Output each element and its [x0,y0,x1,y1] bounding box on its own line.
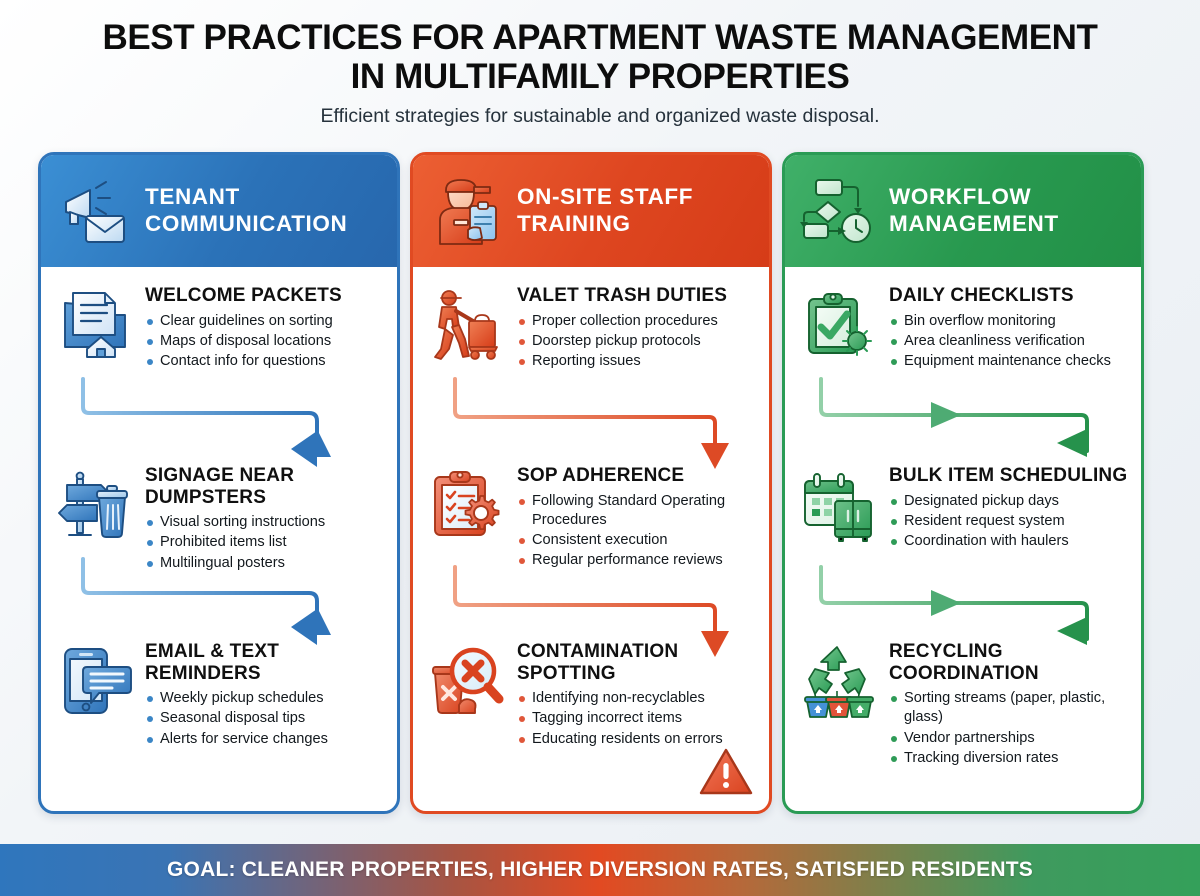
page-title: BEST PRACTICES FOR APARTMENT WASTE MANAG… [40,18,1160,96]
magnifier-trash-x-icon [426,639,508,719]
document-folder-home-icon [54,283,136,363]
bullet: Bin overflow monitoring [889,312,1130,331]
item-text-signage-near-dumpsters: SIGNAGE NEAR DUMPSTERS Visual sorting in… [145,463,386,574]
card-header-on-site-staff-training: ON-SITE STAFF TRAINING [413,155,769,267]
item-valet-trash-duties[interactable]: VALET TRASH DUTIES Proper collection pro… [426,283,758,372]
warning-triangle-icon [699,747,753,797]
item-welcome-packets[interactable]: WELCOME PACKETS Clear guidelines on sort… [54,283,386,372]
staff-worker-clipboard-icon [427,171,507,251]
item-signage-near-dumpsters[interactable]: SIGNAGE NEAR DUMPSTERS Visual sorting in… [54,463,386,574]
signpost-trashcan-icon [54,463,136,543]
item-bullets-daily-checklists: Bin overflow monitoring Area cleanliness… [889,312,1130,371]
bullet: Clear guidelines on sorting [145,312,386,331]
item-bulk-item-scheduling[interactable]: BULK ITEM SCHEDULING Designated pickup d… [798,463,1130,552]
card-title-on-site-staff-training: ON-SITE STAFF TRAINING [517,184,694,236]
clipboard-checklist-gear-icon [426,463,508,543]
calendar-furniture-icon [798,463,880,543]
item-text-welcome-packets: WELCOME PACKETS Clear guidelines on sort… [145,283,386,372]
columns-container: TENANT COMMUNICATION [38,152,1168,814]
clipboard-check-icon [798,283,880,363]
item-recycling-coordination[interactable]: RECYCLING COORDINATION Sorting streams (… [798,639,1130,769]
bullet: Equipment maintenance checks [889,352,1130,371]
item-text-sop-adherence: SOP ADHERENCE Following Standard Operati… [517,463,758,571]
item-title-daily-checklists: DAILY CHECKLISTS [889,285,1074,306]
bullet: Regular performance reviews [517,551,758,570]
card-body-tenant-communication: WELCOME PACKETS Clear guidelines on sort… [41,267,397,811]
bullet: Weekly pickup schedules [145,689,386,708]
page-header: BEST PRACTICES FOR APARTMENT WASTE MANAG… [0,0,1200,128]
item-bullets-welcome-packets: Clear guidelines on sorting Maps of disp… [145,312,386,371]
footer-goal-banner: GOAL: CLEANER PROPERTIES, HIGHER DIVERSI… [0,844,1200,896]
bullet: Reporting issues [517,352,758,371]
bullet: Area cleanliness verification [889,332,1130,351]
card-workflow-management[interactable]: WORKFLOW MANAGEMENT [782,152,1144,814]
card-on-site-staff-training[interactable]: ON-SITE STAFF TRAINING [410,152,772,814]
item-title-sop-adherence: SOP ADHERENCE [517,465,685,486]
item-text-bulk-item-scheduling: BULK ITEM SCHEDULING Designated pickup d… [889,463,1130,552]
item-title-recycling-coordination: RECYCLING COORDINATION [889,641,1039,684]
card-header-tenant-communication: TENANT COMMUNICATION [41,155,397,267]
item-title-email-text-reminders: EMAIL & TEXT REMINDERS [145,641,279,684]
card-body-on-site-staff-training: VALET TRASH DUTIES Proper collection pro… [413,267,769,811]
item-sop-adherence[interactable]: SOP ADHERENCE Following Standard Operati… [426,463,758,571]
bullet: Vendor partnerships [889,729,1130,748]
flowchart-clock-icon [799,171,879,251]
bullet: Tracking diversion rates [889,749,1130,768]
footer-goal-text: GOAL: CLEANER PROPERTIES, HIGHER DIVERSI… [167,858,1033,881]
item-bullets-signage-near-dumpsters: Visual sorting instructions Prohibited i… [145,513,386,572]
worker-pushing-cart-icon [426,283,508,363]
bullet: Following Standard Operating Procedures [517,492,758,530]
card-title-tenant-communication: TENANT COMMUNICATION [145,184,348,236]
item-daily-checklists[interactable]: DAILY CHECKLISTS Bin overflow monitoring… [798,283,1130,372]
item-text-recycling-coordination: RECYCLING COORDINATION Sorting streams (… [889,639,1130,769]
item-contamination-spotting[interactable]: CONTAMINATION SPOTTING Identifying non-r… [426,639,758,750]
bullet: Multilingual posters [145,554,386,573]
bullet: Consistent execution [517,531,758,550]
item-bullets-contamination-spotting: Identifying non-recyclables Tagging inco… [517,689,758,748]
bullet: Alerts for service changes [145,730,386,749]
bullet: Resident request system [889,512,1130,531]
bullet: Coordination with haulers [889,532,1130,551]
item-text-valet-trash-duties: VALET TRASH DUTIES Proper collection pro… [517,283,758,372]
bullet: Tagging incorrect items [517,709,758,728]
item-title-signage-near-dumpsters: SIGNAGE NEAR DUMPSTERS [145,465,295,508]
megaphone-envelope-icon [55,171,135,251]
item-title-valet-trash-duties: VALET TRASH DUTIES [517,285,728,306]
item-bullets-bulk-item-scheduling: Designated pickup days Resident request … [889,492,1130,551]
bullet: Prohibited items list [145,533,386,552]
card-tenant-communication[interactable]: TENANT COMMUNICATION [38,152,400,814]
recycle-bins-icon [798,639,880,719]
item-bullets-recycling-coordination: Sorting streams (paper, plastic, glass) … [889,689,1130,767]
item-text-email-text-reminders: EMAIL & TEXT REMINDERS Weekly pickup sch… [145,639,386,750]
bullet: Visual sorting instructions [145,513,386,532]
item-title-contamination-spotting: CONTAMINATION SPOTTING [517,641,679,684]
item-bullets-valet-trash-duties: Proper collection procedures Doorstep pi… [517,312,758,371]
page-title-line-2: IN MULTIFAMILY PROPERTIES [350,57,850,97]
item-text-daily-checklists: DAILY CHECKLISTS Bin overflow monitoring… [889,283,1130,372]
card-body-workflow-management: DAILY CHECKLISTS Bin overflow monitoring… [785,267,1141,811]
bullet: Seasonal disposal tips [145,709,386,728]
bullet: Contact info for questions [145,352,386,371]
item-text-contamination-spotting: CONTAMINATION SPOTTING Identifying non-r… [517,639,758,750]
smartphone-message-icon [54,639,136,719]
bullet: Sorting streams (paper, plastic, glass) [889,689,1130,727]
bullet: Doorstep pickup protocols [517,332,758,351]
bullet: Maps of disposal locations [145,332,386,351]
page-title-line-1: BEST PRACTICES FOR APARTMENT WASTE MANAG… [102,18,1098,57]
item-title-bulk-item-scheduling: BULK ITEM SCHEDULING [889,465,1128,486]
bullet: Identifying non-recyclables [517,689,758,708]
bullet: Educating residents on errors [517,730,758,749]
card-header-workflow-management: WORKFLOW MANAGEMENT [785,155,1141,267]
bullet: Designated pickup days [889,492,1130,511]
item-email-text-reminders[interactable]: EMAIL & TEXT REMINDERS Weekly pickup sch… [54,639,386,750]
card-title-workflow-management: WORKFLOW MANAGEMENT [889,184,1059,236]
item-bullets-sop-adherence: Following Standard Operating Procedures … [517,492,758,570]
item-title-welcome-packets: WELCOME PACKETS [145,285,342,306]
bullet: Proper collection procedures [517,312,758,331]
item-bullets-email-text-reminders: Weekly pickup schedules Seasonal disposa… [145,689,386,748]
page-subtitle: Efficient strategies for sustainable and… [320,105,880,128]
